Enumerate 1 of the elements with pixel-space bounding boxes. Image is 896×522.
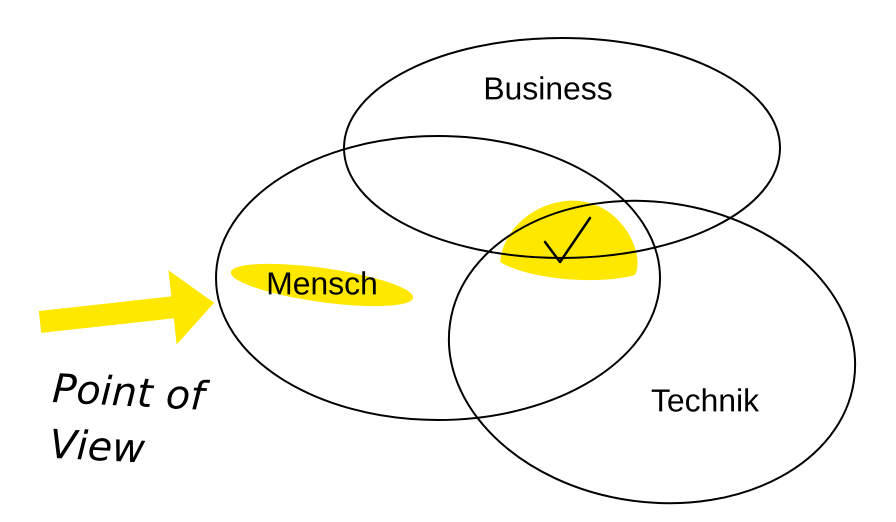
- handwritten-note: Point of View: [52, 373, 210, 462]
